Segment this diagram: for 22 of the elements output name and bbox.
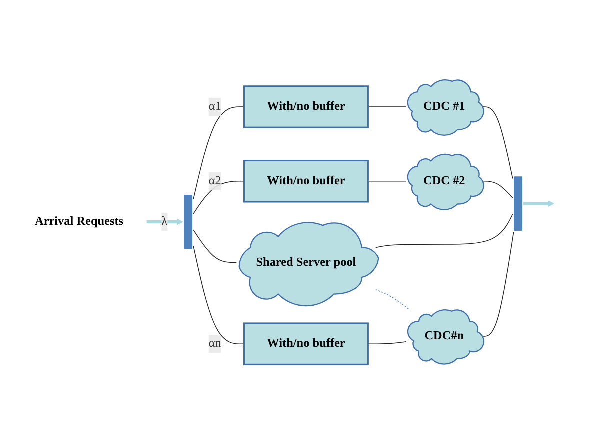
connector — [192, 229, 236, 263]
arrow — [523, 200, 554, 207]
connector — [481, 231, 514, 336]
connector — [367, 180, 406, 182]
connector — [367, 106, 406, 107]
edge-label: α1 — [208, 100, 221, 113]
connector — [374, 289, 409, 310]
edge-label: α2 — [208, 174, 221, 188]
connector — [192, 246, 244, 344]
connector — [481, 180, 513, 198]
connector — [481, 106, 513, 179]
node-text: Arrival Requests — [34, 214, 124, 228]
edge-label: λ — [161, 214, 168, 228]
node-box: With/no buffer — [243, 322, 368, 366]
arrow — [146, 218, 183, 226]
connector — [192, 106, 244, 200]
connector — [367, 341, 406, 344]
node-box: With/no buffer — [243, 160, 368, 202]
connector — [374, 214, 513, 248]
connector — [192, 180, 244, 214]
node-box: With/no buffer — [243, 85, 368, 128]
edge-label: αn — [208, 336, 221, 350]
